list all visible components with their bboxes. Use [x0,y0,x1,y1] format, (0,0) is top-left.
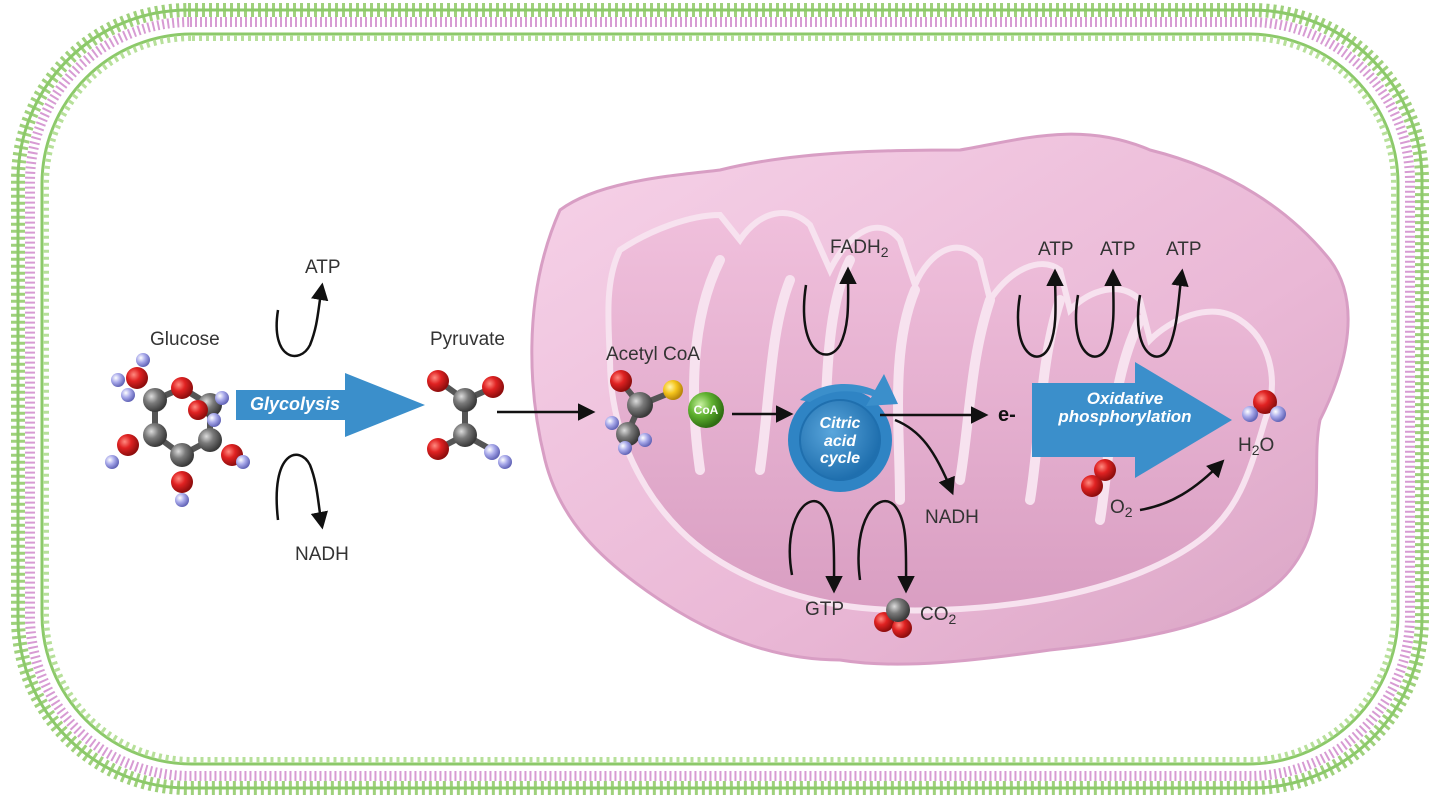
acetyl-coa-molecule [605,370,724,455]
co2-molecule [874,598,912,638]
coa-label: CoA [693,403,719,417]
citric-line-2: acid [823,432,856,450]
citric-acid-cycle [788,374,898,492]
o2-subscript: 2 [1124,504,1133,520]
glucose-label: Glucose [150,329,220,350]
pyruvate-label: Pyruvate [430,329,505,350]
atp-glycolysis-label: ATP [305,257,341,278]
citric-line-1: Citric [819,415,861,432]
h2o-h: H [1238,435,1252,456]
o2-molecule [1081,459,1116,497]
fadh2-label: FADH2 [830,238,888,259]
pyruvate-molecule [427,370,512,469]
mitochondrion [530,132,1350,666]
glycolysis-label: Glycolysis [249,394,341,414]
oxidative-phosphorylation-label: Oxidative phosphorylation [1030,390,1220,426]
atp-oxphos-label-1: ATP [1038,239,1074,260]
fadh2-arrow [802,266,857,356]
h2o-molecule [1242,390,1286,422]
electron-label: e- [998,404,1016,426]
oxphos-line-2: phosphorylation [1058,406,1192,426]
nadh-krebs-arrow [894,418,955,496]
o2-to-h2o-arrow [1139,459,1225,512]
h2o-subscript: 2 [1251,442,1260,458]
acetyl-coa-label: Acetyl CoA [606,344,700,365]
o2-label: O2 [1110,498,1133,519]
h2o-label: H2O [1238,436,1274,457]
atp-oxphos-arrow-2 [1074,268,1122,358]
atp-oxphos-label-3: ATP [1166,239,1202,260]
co2-text: CO [920,604,949,625]
oxidative-phosphorylation-arrow [1032,362,1232,478]
citric-line-3: cycle [819,450,861,468]
co2-label: CO2 [920,605,956,626]
fadh-text: FADH [830,237,881,258]
gtp-label: GTP [805,599,845,620]
nadh-krebs-label: NADH [925,507,979,528]
nadh-glycolysis-arrow [275,453,328,530]
atp-oxphos-label-2: ATP [1100,239,1136,260]
h2o-o: O [1259,435,1275,456]
cell-membrane [11,3,1429,795]
citric-acid-cycle-label: Citric acid cycle [800,415,880,468]
o2-text: O [1110,497,1125,518]
atp-oxphos-arrow-3 [1136,268,1189,358]
gtp-arrow [788,499,843,594]
oxphos-line-1: Oxidative [1086,389,1164,408]
nadh-glycolysis-label: NADH [295,544,349,565]
atp-glycolysis-arrow [275,282,329,358]
atp-oxphos-arrow-1 [1016,268,1064,358]
co2-subscript: 2 [948,611,957,627]
glucose-molecule [105,353,250,507]
co2-arrow [857,499,915,594]
fadh-subscript: 2 [880,244,889,260]
glycolysis-arrow [236,373,425,437]
